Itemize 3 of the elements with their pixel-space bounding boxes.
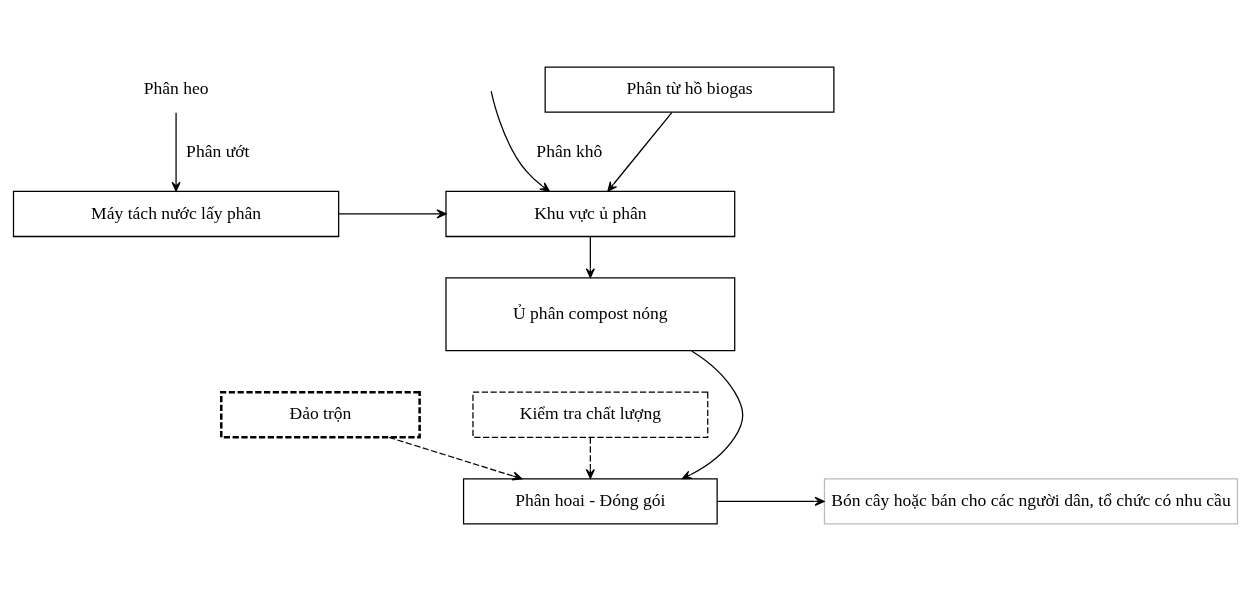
node-text: Phân heo bbox=[143, 78, 209, 99]
edge-label: Phân ướt bbox=[186, 141, 250, 162]
edge-label: Phân khô bbox=[536, 141, 603, 162]
